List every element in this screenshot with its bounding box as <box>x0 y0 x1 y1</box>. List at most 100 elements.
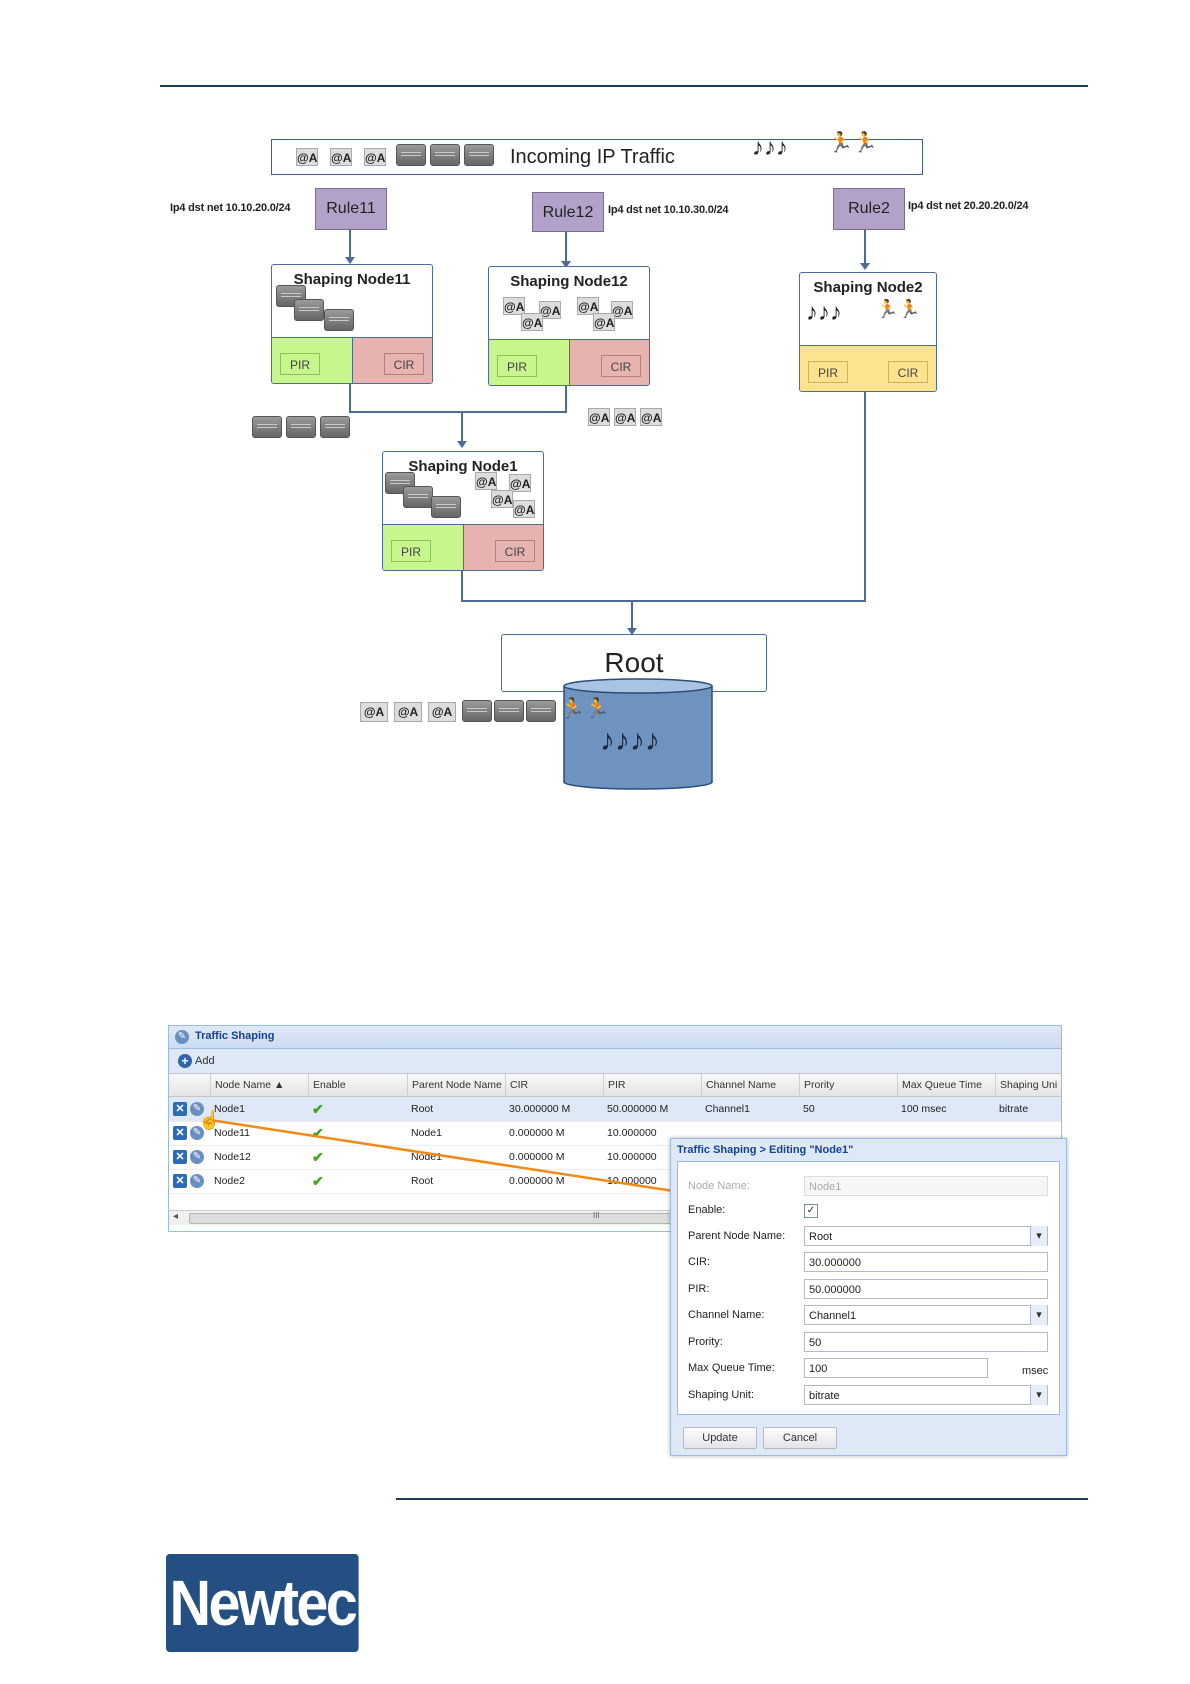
cell-enable: ✔ <box>308 1097 407 1121</box>
channel-name-label: Channel Name: <box>688 1309 765 1321</box>
channel-name-select[interactable]: Channel1 <box>804 1305 1048 1325</box>
table-row[interactable]: ✕ ✎ Node12 ✔ Node1 0.000000 M 10.000000 <box>169 1145 1061 1170</box>
cir-section: CIR <box>463 524 543 570</box>
scroll-left-arrow[interactable]: ◂ <box>173 1211 179 1222</box>
plus-icon: + <box>178 1054 192 1068</box>
cell-max-queue: 100 msec <box>901 1103 947 1115</box>
server-icon <box>464 144 494 166</box>
edit-icon[interactable]: ✎ <box>190 1102 204 1116</box>
rule11-match: Ip4 dst net 10.10.20.0/24 <box>170 202 291 214</box>
cir-field[interactable]: 30.000000 <box>804 1252 1048 1272</box>
server-icon <box>320 416 350 438</box>
parent-node-label: Parent Node Name: <box>688 1230 786 1242</box>
shaping-unit-label: Shaping Unit: <box>688 1389 755 1401</box>
root-cylinder <box>563 678 713 790</box>
shaping-node1: Shaping Node1 @A @A @A @A PIR CIR <box>382 451 544 571</box>
check-icon: ✔ <box>312 1149 324 1165</box>
cell-cir: 0.000000 M <box>509 1175 565 1187</box>
col-header-cir[interactable]: CIR <box>505 1074 603 1096</box>
cell-shaping-unit: bitrate <box>999 1103 1029 1115</box>
cell-enable: ✔ <box>308 1121 407 1145</box>
priority-field[interactable]: 50 <box>804 1332 1048 1352</box>
shaping-unit-select[interactable]: bitrate <box>804 1385 1048 1405</box>
max-queue-time-field[interactable]: 100 <box>804 1358 988 1378</box>
edit-icon[interactable]: ✎ <box>190 1150 204 1164</box>
mail-icon: @A <box>428 702 456 722</box>
add-label: Add <box>195 1055 215 1067</box>
delete-icon[interactable]: ✕ <box>173 1174 187 1188</box>
mail-icon: @A <box>503 297 525 315</box>
mail-icon: @A <box>593 313 615 331</box>
rule12-match: Ip4 dst net 10.10.30.0/24 <box>608 204 729 216</box>
edit-node-dialog: Traffic Shaping > Editing "Node1" Node N… <box>670 1138 1067 1456</box>
cell-node-name: Node1 <box>214 1103 245 1115</box>
cell-node-name: Node12 <box>214 1151 251 1163</box>
shaping-node2: Shaping Node2 ♪♪♪ 🏃🏃 PIR CIR <box>799 272 937 392</box>
col-header-shaping-unit[interactable]: Shaping Uni <box>995 1074 1061 1096</box>
cell-pir: 10.000000 <box>607 1151 657 1163</box>
runner-icon: 🏃🏃 <box>560 698 610 720</box>
panel-title: Traffic Shaping <box>195 1030 275 1042</box>
pir-section: PIR <box>383 524 463 570</box>
cell-cir: 0.000000 M <box>509 1127 565 1139</box>
add-button[interactable]: + Add <box>175 1052 219 1070</box>
col-header-pir[interactable]: PIR <box>603 1074 701 1096</box>
cell-node-name: Node2 <box>214 1175 245 1187</box>
cir-label: CIR <box>495 540 535 562</box>
cell-priority: 50 <box>803 1103 815 1115</box>
rule11-box: Rule11 <box>315 188 387 230</box>
music-notes-icon: ♪♪♪ <box>752 134 788 161</box>
edit-icon[interactable]: ✎ <box>190 1126 204 1140</box>
diagram-connectors <box>345 228 870 635</box>
server-icon <box>431 496 461 518</box>
cancel-button[interactable]: Cancel <box>763 1427 837 1449</box>
music-notes-icon: ♪♪♪ <box>806 299 842 326</box>
cell-pir: 10.000000 <box>607 1127 657 1139</box>
col-header-priority[interactable]: Prority <box>799 1074 897 1096</box>
server-icon <box>462 700 492 722</box>
runner-icon: 🏃🏃 <box>876 299 921 319</box>
mail-icon: @A <box>614 408 636 426</box>
pir-label: PIR <box>391 540 431 562</box>
mail-icon: @A <box>360 702 388 722</box>
col-header-enable[interactable]: Enable <box>308 1074 407 1096</box>
table-row[interactable]: ✕ ✎ Node1 ✔ Root 30.000000 M 50.000000 M… <box>169 1097 1061 1122</box>
node-title: Shaping Node2 <box>813 279 923 296</box>
pir-field[interactable]: 50.000000 <box>804 1279 1048 1299</box>
col-header-node-name[interactable]: Node Name ▲ <box>210 1074 308 1096</box>
table-row[interactable]: ✕ ✎ Node11 ✔ Node1 0.000000 M 10.000000 <box>169 1121 1061 1146</box>
parent-node-select[interactable]: Root <box>804 1226 1048 1246</box>
header-rule <box>160 85 1088 87</box>
enable-checkbox[interactable]: ✓ <box>804 1204 818 1218</box>
shaping-node12: Shaping Node12 @A @A @A @A @A @A PIR CIR <box>488 266 650 386</box>
update-button[interactable]: Update <box>683 1427 757 1449</box>
node-title: Shaping Node12 <box>510 273 628 290</box>
delete-icon[interactable]: ✕ <box>173 1150 187 1164</box>
col-header-channel-name[interactable]: Channel Name <box>701 1074 799 1096</box>
cell-cir: 0.000000 M <box>509 1151 565 1163</box>
traffic-shaping-icon: ✎ <box>175 1030 189 1044</box>
col-header-max-queue-time[interactable]: Max Queue Time <box>897 1074 995 1096</box>
root-label: Root <box>604 647 664 678</box>
delete-icon[interactable]: ✕ <box>173 1102 187 1116</box>
cell-cir: 30.000000 M <box>509 1103 571 1115</box>
cell-enable: ✔ <box>308 1145 407 1169</box>
pir-section: PIR <box>272 337 352 383</box>
pir-section: PIR <box>489 339 569 385</box>
server-icon <box>294 299 324 321</box>
mail-icon: @A <box>513 500 535 518</box>
server-icon <box>526 700 556 722</box>
mail-icon: @A <box>330 148 352 166</box>
check-icon: ✔ <box>312 1125 324 1141</box>
edit-icon[interactable]: ✎ <box>190 1174 204 1188</box>
traffic-shaping-panel: ✎ Traffic Shaping + Add Node Name ▲ Enab… <box>168 1025 1062 1232</box>
col-header-parent-node[interactable]: Parent Node Name <box>407 1074 505 1096</box>
delete-icon[interactable]: ✕ <box>173 1126 187 1140</box>
table-row[interactable]: ✕ ✎ Node2 ✔ Root 0.000000 M 10.000000 <box>169 1169 1061 1194</box>
rule12-box: Rule12 <box>532 192 604 232</box>
server-icon <box>403 486 433 508</box>
cir-label: CIR <box>384 353 424 375</box>
cell-parent: Node1 <box>411 1127 442 1139</box>
footer-rule <box>396 1498 1088 1500</box>
pir-label: PIR: <box>688 1283 710 1295</box>
